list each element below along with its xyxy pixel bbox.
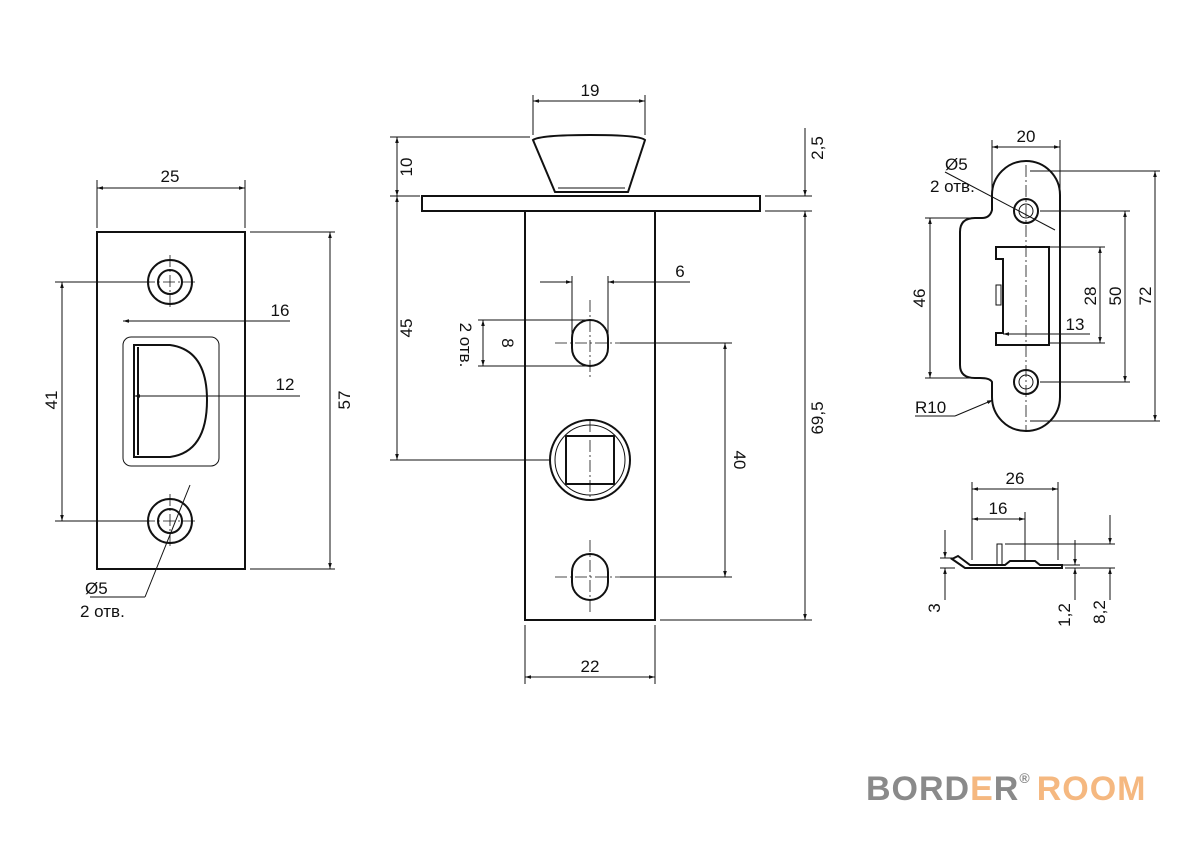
logo-text-room: ROOM xyxy=(1036,770,1147,808)
dim-latch-width: 12 xyxy=(276,375,295,394)
dim-recess-width: 16 xyxy=(271,301,290,320)
dim-window-height: 28 xyxy=(1081,287,1100,306)
logo-text-bord: BORD xyxy=(866,770,971,808)
dim-hole-spacing: 41 xyxy=(42,391,61,410)
latch-view: 19 10 2,5 69,5 45 6 8 2 отв. 40 22 xyxy=(390,81,827,684)
slot-count-label: 2 отв. xyxy=(456,323,475,368)
dim-bolt-height: 10 xyxy=(397,158,416,177)
side-view: 26 16 3 1,2 8,2 xyxy=(925,469,1115,627)
dim-thickness: 1,2 xyxy=(1055,603,1074,627)
hole-diameter-label: Ø5 xyxy=(85,579,108,598)
brand-logo: BORDER® ROOM xyxy=(866,770,1146,809)
round-strike-view: 20 Ø5 2 отв. 46 28 50 72 13 R10 xyxy=(910,127,1160,432)
dim-bolt-width: 19 xyxy=(581,81,600,100)
dim-window-width: 13 xyxy=(1066,315,1085,334)
hole-diameter-label: Ø5 xyxy=(945,155,968,174)
dim-slot-width: 6 xyxy=(675,262,684,281)
dim-tab-length: 16 xyxy=(989,499,1008,518)
registered-mark: ® xyxy=(1019,770,1031,786)
dim-slot-spacing: 40 xyxy=(730,451,749,470)
dim-axis-offset: 45 xyxy=(397,319,416,338)
dim-height: 57 xyxy=(335,391,354,410)
dim-hole-spacing: 50 xyxy=(1106,287,1125,306)
dim-width: 20 xyxy=(1017,127,1036,146)
dim-slot-length: 8 xyxy=(498,338,517,347)
dim-total-length: 69,5 xyxy=(808,401,827,434)
radius-label: R10 xyxy=(915,398,946,417)
dim-faceplate-thickness: 2,5 xyxy=(808,136,827,160)
logo-text-e: E xyxy=(970,770,994,808)
dim-height: 8,2 xyxy=(1090,600,1109,624)
dim-recess-height: 46 xyxy=(910,289,929,308)
dim-body-width: 22 xyxy=(581,657,600,676)
dim-offset: 3 xyxy=(925,603,944,612)
hole-count-label: 2 отв. xyxy=(930,177,975,196)
dim-width: 25 xyxy=(161,167,180,186)
logo-text-r: R xyxy=(993,770,1020,808)
dim-length: 26 xyxy=(1006,469,1025,488)
dim-height: 72 xyxy=(1136,287,1155,306)
hole-count-label: 2 отв. xyxy=(80,602,125,621)
strike-plate-view: 25 16 12 41 57 Ø5 2 отв. xyxy=(42,167,354,621)
